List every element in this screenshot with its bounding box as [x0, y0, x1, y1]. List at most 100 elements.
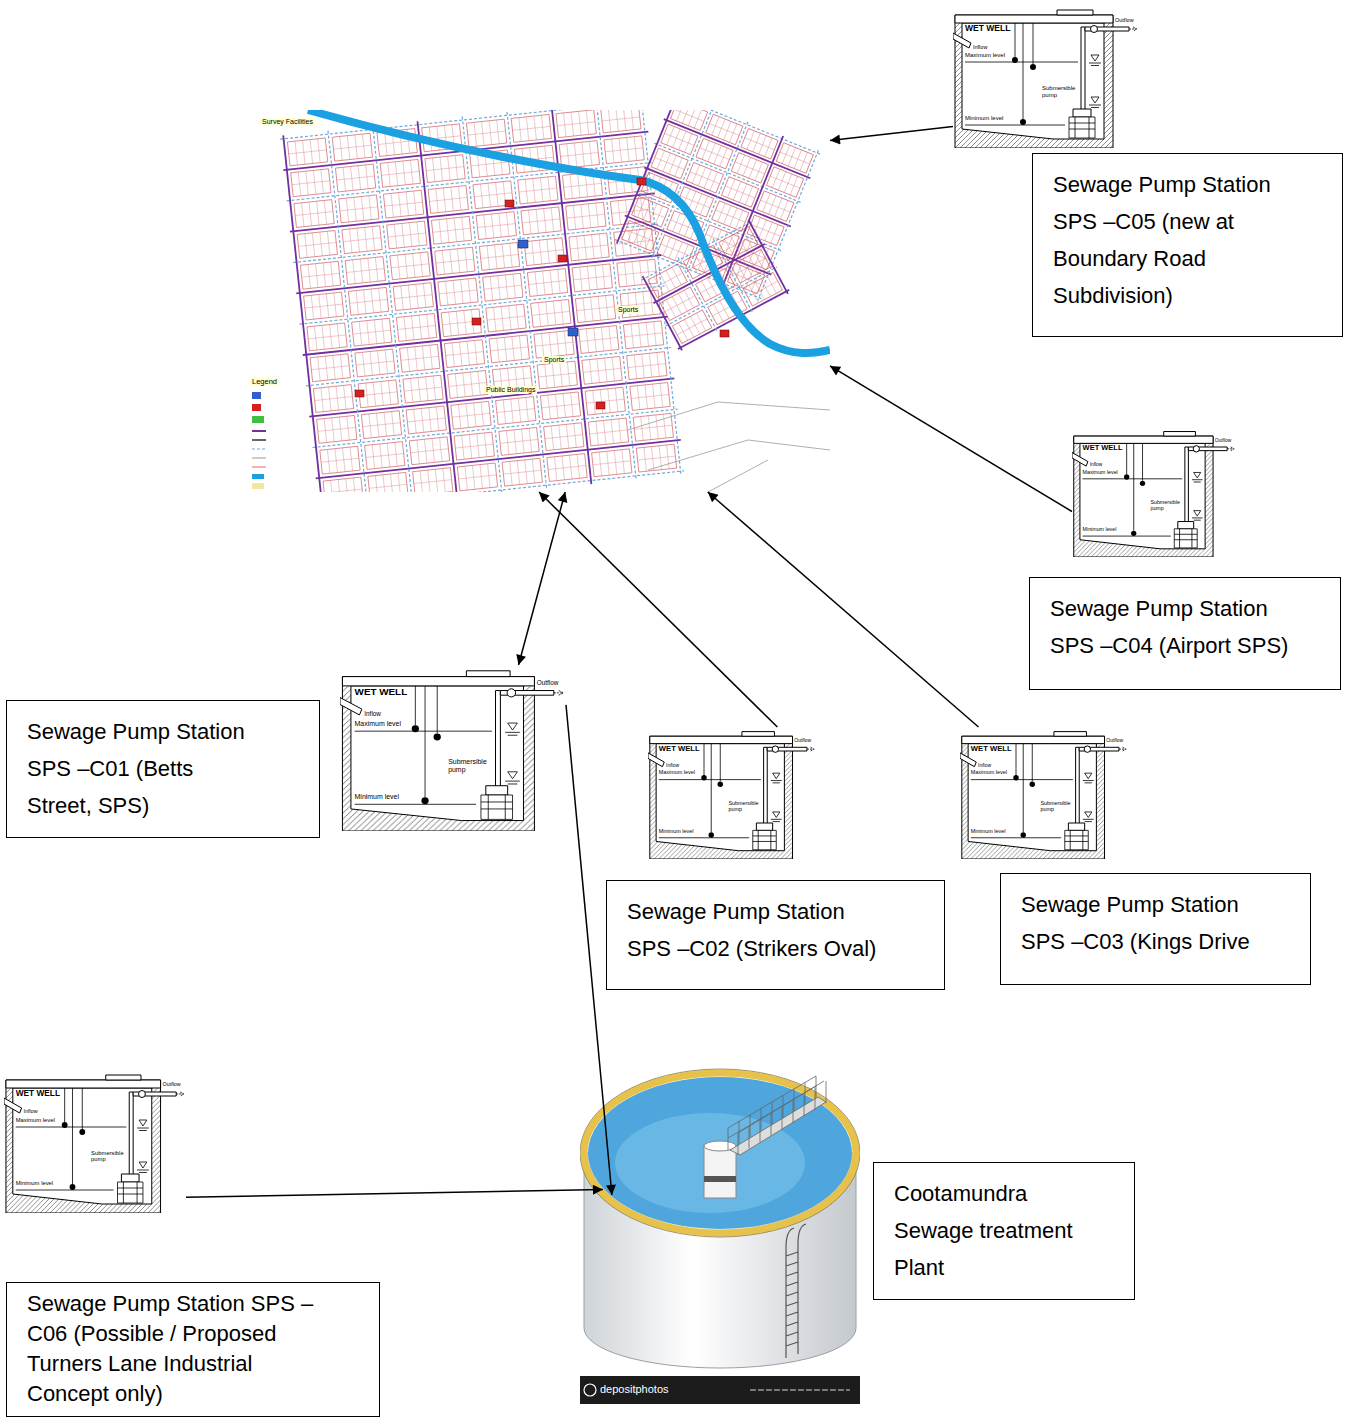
- riser-pipe: [129, 1092, 133, 1176]
- parcel-line: [403, 375, 443, 403]
- legend-sample: [252, 458, 266, 459]
- pump-station-label: Sewage Pump Station SPS – C06 (Possible …: [6, 1282, 380, 1417]
- parcel-block: [476, 212, 516, 240]
- inflow-pipe: [648, 753, 664, 767]
- parcel-line: [547, 454, 587, 482]
- parcel-line: [476, 212, 516, 240]
- parcel-line: [307, 323, 347, 351]
- tank-water: [588, 1077, 852, 1229]
- well-label: Outflow: [1115, 17, 1134, 23]
- parcel-block: [712, 201, 749, 232]
- map-label: Survey Facilities: [260, 118, 315, 126]
- well-label: Maximum level: [355, 720, 401, 728]
- inflow-pipe: [960, 753, 976, 767]
- parcel-line: [731, 153, 768, 184]
- parcel-line: [451, 401, 491, 429]
- pump-station-label: Sewage Pump Station SPS –C02 (Strikers O…: [606, 880, 945, 990]
- parcel-block: [365, 442, 405, 470]
- well-wall: [342, 677, 534, 831]
- parcel-block: [479, 242, 519, 270]
- parcel-line: [531, 299, 571, 327]
- parcel-block: [511, 114, 551, 142]
- sewer-main: [316, 440, 681, 478]
- tank-ladder: [786, 1224, 806, 1358]
- well-label: WET WELL: [16, 1089, 60, 1098]
- water-mark: [773, 773, 780, 817]
- parcel-line: [582, 356, 622, 384]
- parcel-block: [307, 323, 347, 351]
- legend-samples: [252, 392, 266, 489]
- parcel-line: [409, 437, 449, 465]
- well-wall: [650, 736, 793, 859]
- parcel-block: [540, 392, 580, 420]
- parcel-line: [776, 143, 813, 174]
- parcel-line: [588, 418, 628, 446]
- legend-sample: [252, 392, 261, 399]
- parcel-block: [287, 138, 327, 166]
- pipe-valve: [139, 1091, 146, 1098]
- parcel-line: [731, 249, 770, 283]
- parcel-block: [380, 159, 420, 187]
- outflow-arrow: [554, 691, 564, 696]
- parcel-line: [304, 292, 344, 320]
- float-switch: [434, 733, 441, 740]
- parcel-block: [582, 356, 622, 384]
- parcel-block: [741, 128, 778, 159]
- well-label: Inflow: [1090, 462, 1103, 467]
- sewer-main: [678, 290, 789, 349]
- parcel-line: [651, 148, 688, 179]
- well-label: Inflow: [666, 763, 679, 768]
- parcel-block: [297, 230, 337, 258]
- parcel-line: [435, 247, 475, 275]
- parcel-block: [413, 468, 453, 492]
- parcel-block: [332, 133, 372, 161]
- well-label: Maximum level: [659, 770, 695, 776]
- parcel-line: [712, 201, 749, 232]
- station-name: Sewage Pump Station SPS –C02 (Strikers O…: [627, 893, 885, 967]
- parcel-block: [569, 233, 609, 261]
- parcel-block: [409, 437, 449, 465]
- riser-pipe: [496, 691, 501, 789]
- pump-station-marker: [558, 255, 567, 262]
- flow-arrow: [186, 1189, 603, 1197]
- access-lid: [106, 1075, 141, 1080]
- parcel-block: [425, 155, 465, 183]
- water-mark: [508, 723, 518, 779]
- well-label: WET WELL: [965, 24, 1010, 33]
- top-slab: [1074, 436, 1213, 443]
- water-line: [1192, 480, 1203, 520]
- parcel-line: [489, 335, 529, 363]
- parcel-block: [448, 371, 488, 399]
- pump-motor: [756, 823, 772, 830]
- parcel-line: [706, 114, 743, 145]
- outflow-arrow: [807, 747, 814, 751]
- sewer-main: [597, 110, 637, 479]
- sewer-main: [328, 131, 368, 492]
- well-label: Minimum level: [355, 793, 399, 801]
- parcel-line: [425, 155, 465, 183]
- top-slab: [962, 736, 1105, 743]
- parcel-block: [352, 318, 392, 346]
- tank-rim-edge: [580, 1069, 860, 1237]
- well-label: Inflow: [364, 710, 381, 717]
- parcel-block: [361, 411, 401, 439]
- well-label: Minimum level: [659, 829, 694, 835]
- pump-station-marker: [637, 178, 646, 185]
- sewer-main: [417, 121, 457, 492]
- parcel-line: [300, 261, 340, 289]
- parcel-block: [556, 110, 596, 138]
- parcel-line: [342, 226, 382, 254]
- pump-motor: [1073, 109, 1091, 117]
- river: [308, 110, 830, 353]
- sewer-main: [283, 135, 323, 492]
- watermark-logo: [584, 1384, 596, 1396]
- parcel-block: [486, 304, 526, 332]
- parcel-block: [672, 310, 711, 344]
- outflow-arrow: [1227, 447, 1234, 451]
- parcel-block: [294, 200, 334, 228]
- parcel-block: [291, 169, 331, 197]
- parcel-line: [313, 385, 353, 413]
- parcel-line: [585, 387, 625, 415]
- sewer-main: [507, 112, 547, 489]
- parcel-block: [342, 226, 382, 254]
